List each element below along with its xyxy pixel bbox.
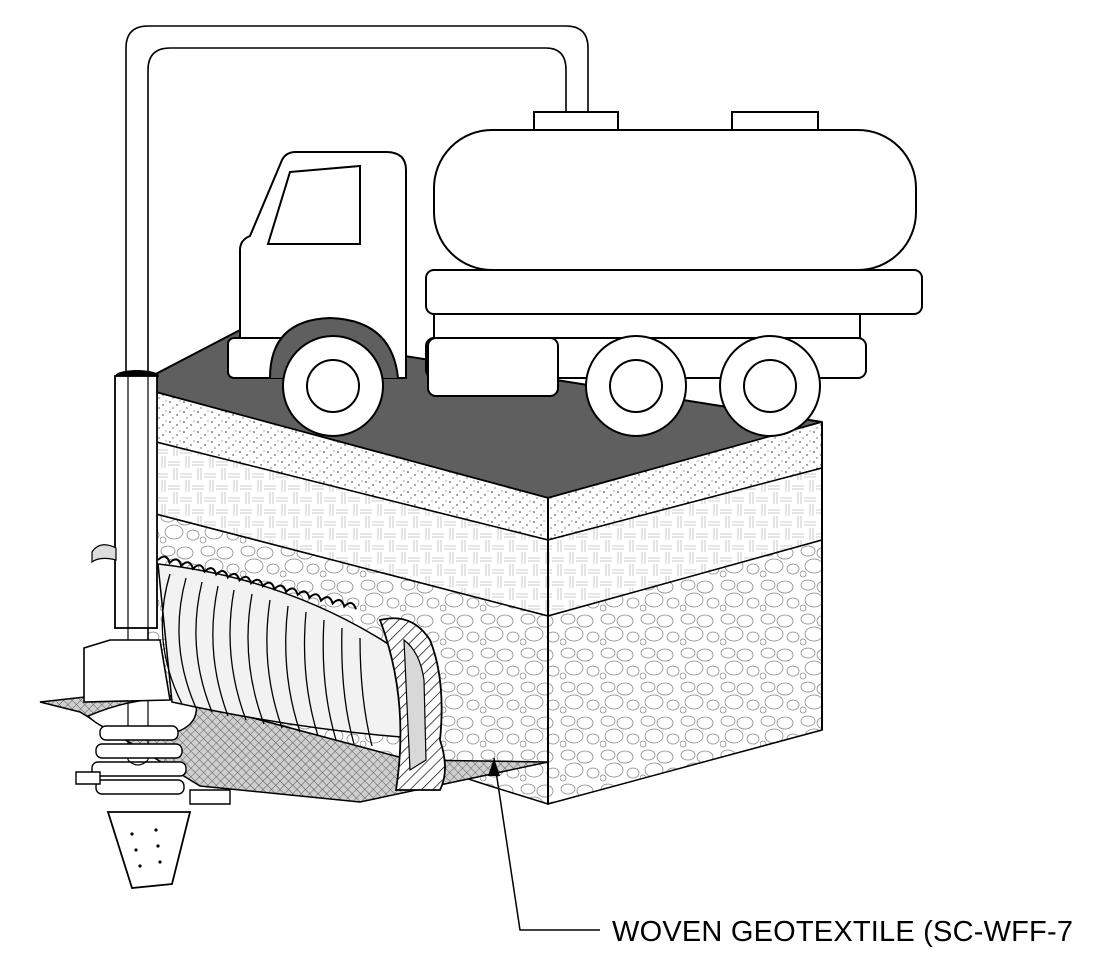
callout-woven-geotextile: WOVEN GEOTEXTILE (SC-WFF-7 — [612, 916, 1074, 948]
inspection-riser — [75, 370, 231, 889]
perforated-cone — [106, 811, 192, 889]
corrugated-chamber — [157, 555, 446, 791]
chamber-ribs — [161, 573, 373, 747]
cab-window — [266, 164, 361, 245]
suction-hose — [125, 25, 589, 376]
callout-leader — [488, 757, 600, 931]
truck-wheels — [269, 316, 821, 437]
